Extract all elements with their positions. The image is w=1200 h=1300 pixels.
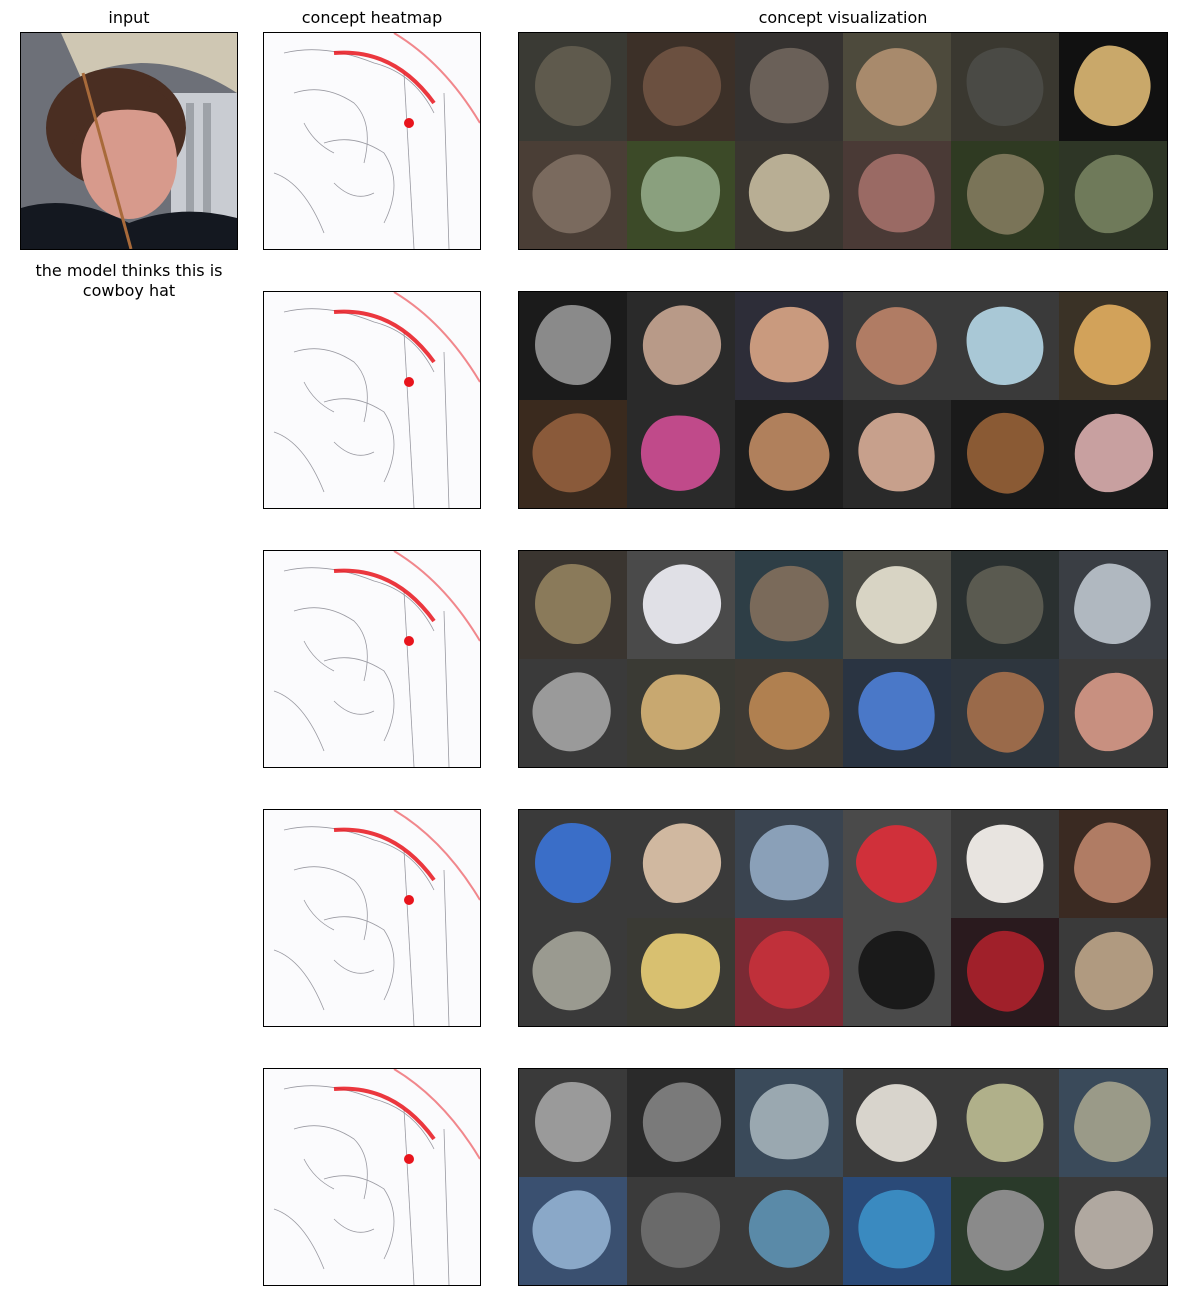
concept-example-image [735, 659, 843, 767]
concept-example-image [519, 33, 627, 141]
concept-example-image [951, 141, 1059, 249]
concept-example-image [519, 141, 627, 249]
concept-example-image [843, 400, 951, 508]
concept-example-image [1059, 141, 1167, 249]
concept-example-image [843, 141, 951, 249]
concept-example-image [843, 551, 951, 659]
input-image [20, 32, 238, 250]
concept-heatmap-3 [263, 550, 481, 768]
concept-example-image [951, 1177, 1059, 1285]
concept-example-image [951, 659, 1059, 767]
concept-example-image [843, 918, 951, 1026]
concept-example-image [519, 918, 627, 1026]
concept-example-image [519, 292, 627, 400]
input-photo-illustration [21, 33, 237, 249]
concept-example-image [735, 918, 843, 1026]
concept-example-image [735, 400, 843, 508]
concept-example-image [735, 1177, 843, 1285]
concept-heatmap-4 [263, 809, 481, 1027]
concept-example-image [843, 292, 951, 400]
concept-example-image [1059, 659, 1167, 767]
concept-example-image [1059, 1069, 1167, 1177]
concept-example-image [951, 810, 1059, 918]
concept-example-image [951, 1069, 1059, 1177]
concept-example-image [843, 810, 951, 918]
heatmap-illustration [264, 1069, 480, 1285]
concept-example-image [519, 659, 627, 767]
concept-example-image [1059, 292, 1167, 400]
concept-visualization-3 [518, 550, 1168, 768]
concept-example-image [519, 551, 627, 659]
concept-example-image [951, 918, 1059, 1026]
concept-example-image [627, 810, 735, 918]
concept-example-image [735, 141, 843, 249]
concept-example-image [1059, 1177, 1167, 1285]
concept-example-image [735, 810, 843, 918]
heatmap-illustration [264, 33, 480, 249]
concept-example-image [519, 1069, 627, 1177]
concept-example-image [627, 1177, 735, 1285]
concept-example-image [627, 918, 735, 1026]
concept-example-image [627, 33, 735, 141]
concept-example-image [843, 1177, 951, 1285]
concept-example-image [1059, 33, 1167, 141]
concept-visualization-5 [518, 1068, 1168, 1286]
concept-example-image [843, 659, 951, 767]
concept-example-image [951, 400, 1059, 508]
column-title-visualization: concept visualization [758, 8, 928, 27]
concept-example-image [627, 292, 735, 400]
concept-visualization-2 [518, 291, 1168, 509]
concept-example-image [1059, 400, 1167, 508]
concept-example-image [1059, 918, 1167, 1026]
concept-example-image [735, 551, 843, 659]
heatmap-illustration [264, 810, 480, 1026]
concept-example-image [843, 33, 951, 141]
concept-example-image [519, 400, 627, 508]
concept-visualization-4 [518, 809, 1168, 1027]
concept-example-image [1059, 551, 1167, 659]
concept-heatmap-2 [263, 291, 481, 509]
concept-example-image [735, 1069, 843, 1177]
concept-example-image [951, 33, 1059, 141]
concept-example-image [627, 551, 735, 659]
concept-example-image [627, 659, 735, 767]
concept-example-image [735, 292, 843, 400]
prediction-label: the model thinks this is cowboy hat [35, 261, 223, 300]
concept-example-image [951, 551, 1059, 659]
concept-heatmap-5 [263, 1068, 481, 1286]
column-title-input: input [108, 8, 150, 27]
heatmap-illustration [264, 551, 480, 767]
concept-example-image [1059, 810, 1167, 918]
concept-example-image [735, 33, 843, 141]
concept-visualization-1 [518, 32, 1168, 250]
heatmap-illustration [264, 292, 480, 508]
concept-example-image [519, 1177, 627, 1285]
column-title-heatmap: concept heatmap [301, 8, 443, 27]
concept-example-image [627, 141, 735, 249]
concept-heatmap-1 [263, 32, 481, 250]
concept-example-image [843, 1069, 951, 1177]
concept-example-image [951, 292, 1059, 400]
concept-example-image [519, 810, 627, 918]
concept-example-image [627, 1069, 735, 1177]
concept-example-image [627, 400, 735, 508]
